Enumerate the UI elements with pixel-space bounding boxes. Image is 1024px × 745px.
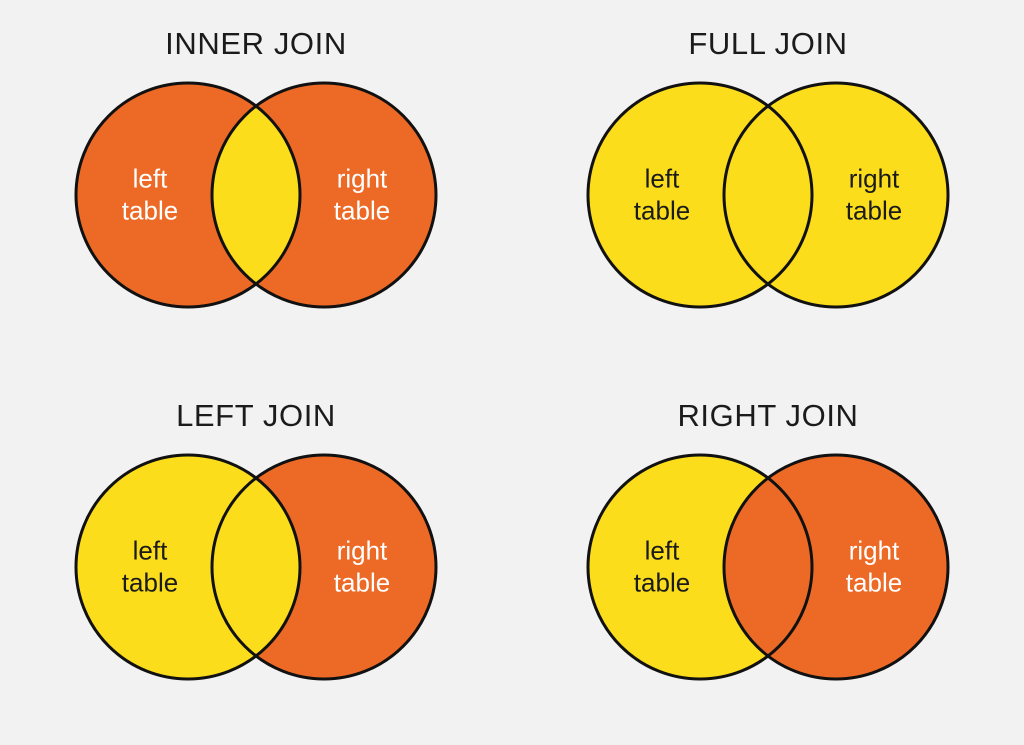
panel-title-inner-join: INNER JOIN (165, 26, 347, 61)
venn-left-join: left table right table (70, 447, 442, 687)
venn-svg-right-join (586, 453, 950, 681)
venn-svg-inner-join (74, 81, 438, 309)
panel-title-full-join: FULL JOIN (688, 26, 848, 61)
venn-full-join: left table right table (582, 75, 954, 315)
panel-inner-join: INNER JOIN left table right table (0, 0, 512, 372)
panel-title-right-join: RIGHT JOIN (677, 398, 859, 433)
venn-right-circle-outline (722, 81, 950, 309)
panel-right-join: RIGHT JOIN left table right table (512, 372, 1024, 745)
venn-overlap-fill (212, 83, 300, 307)
panel-full-join: FULL JOIN left table right table (512, 0, 1024, 372)
panel-title-left-join: LEFT JOIN (176, 398, 336, 433)
venn-overlap-fill (212, 455, 300, 679)
venn-right-join: left table right table (582, 447, 954, 687)
venn-right-circle-outline (722, 453, 950, 681)
venn-left-circle-outline (586, 453, 814, 681)
venn-svg-full-join (586, 81, 950, 309)
venn-overlap-fill (724, 83, 812, 307)
venn-inner-join: left table right table (70, 75, 442, 315)
venn-right-circle-outline (210, 453, 438, 681)
venn-right-circle-outline (210, 81, 438, 309)
venn-overlap-fill (724, 455, 812, 679)
venn-left-circle-outline (74, 81, 302, 309)
venn-left-circle-outline (74, 453, 302, 681)
venn-svg-left-join (74, 453, 438, 681)
panel-left-join: LEFT JOIN left table right table (0, 372, 512, 745)
venn-left-circle-outline (586, 81, 814, 309)
